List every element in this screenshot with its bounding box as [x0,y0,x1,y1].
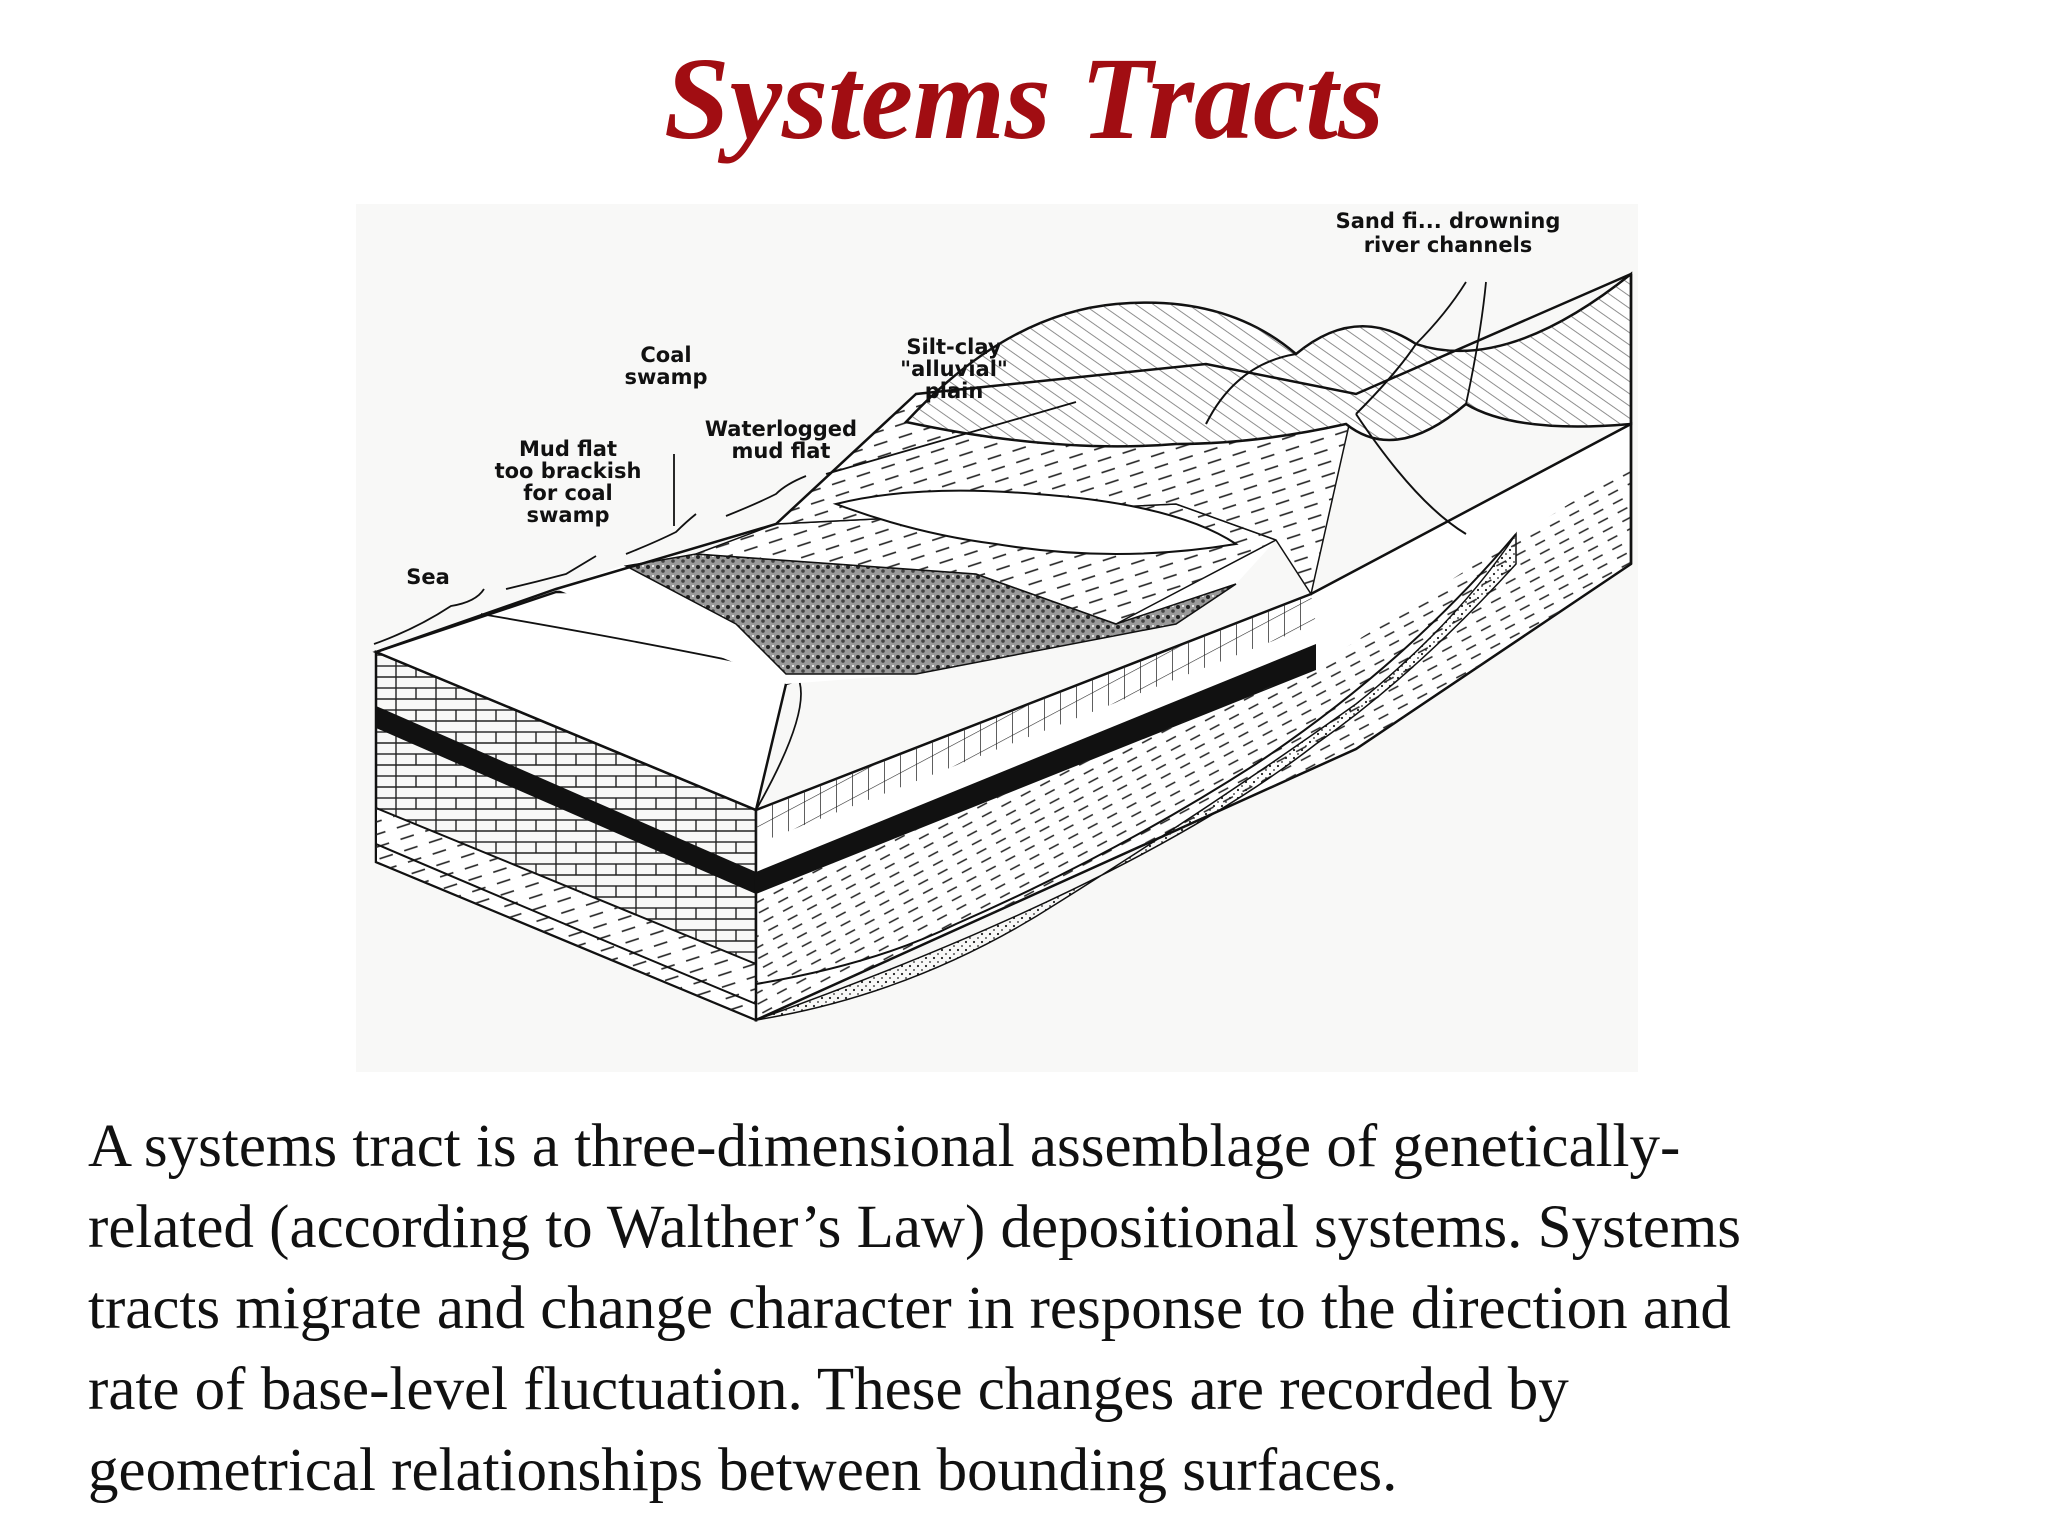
caption-line: geometrical relationships between boundi… [88,1437,1398,1504]
side-face [754,421,1633,1022]
caption-line: tracts migrate and change character in r… [88,1275,1731,1342]
label-sand-fill-1: Sand fi... drowning [1336,209,1561,233]
slide-title: Systems Tracts [664,33,1384,164]
label-brackets [373,281,1487,645]
front-face [374,650,758,1022]
label-alluvial-2: "alluvial" [900,357,1008,381]
label-mud-flat-3: for coal [523,481,612,505]
block-diagram-svg: Sea Mud flat too brackish for coal swamp… [372,209,1633,1022]
label-alluvial-1: Silt-clay [906,335,1001,359]
caption-paragraph: A systems tract is a three-dimensional a… [88,1106,1988,1511]
block-diagram: Sea Mud flat too brackish for coal swamp… [356,204,1638,1072]
label-sea: Sea [406,565,450,589]
label-coal-swamp-1: Coal [640,343,691,367]
label-mud-flat-1: Mud flat [519,437,617,461]
label-alluvial-3: plain [925,379,984,403]
top-surface [372,271,1633,812]
caption-line: A systems tract is a three-dimensional a… [88,1113,1681,1180]
caption-line: rate of base-level fluctuation. These ch… [88,1356,1569,1423]
label-waterlogged-1: Waterlogged [705,417,857,441]
label-mud-flat-2: too brackish [495,459,642,483]
diagram-labels: Sea Mud flat too brackish for coal swamp… [406,209,1560,589]
label-coal-swamp-2: swamp [625,365,708,389]
label-waterlogged-2: mud flat [732,439,831,463]
caption-line: related (according to Walther’s Law) dep… [88,1194,1742,1261]
label-mud-flat-4: swamp [527,503,610,527]
label-sand-fill-2: river channels [1364,233,1533,257]
